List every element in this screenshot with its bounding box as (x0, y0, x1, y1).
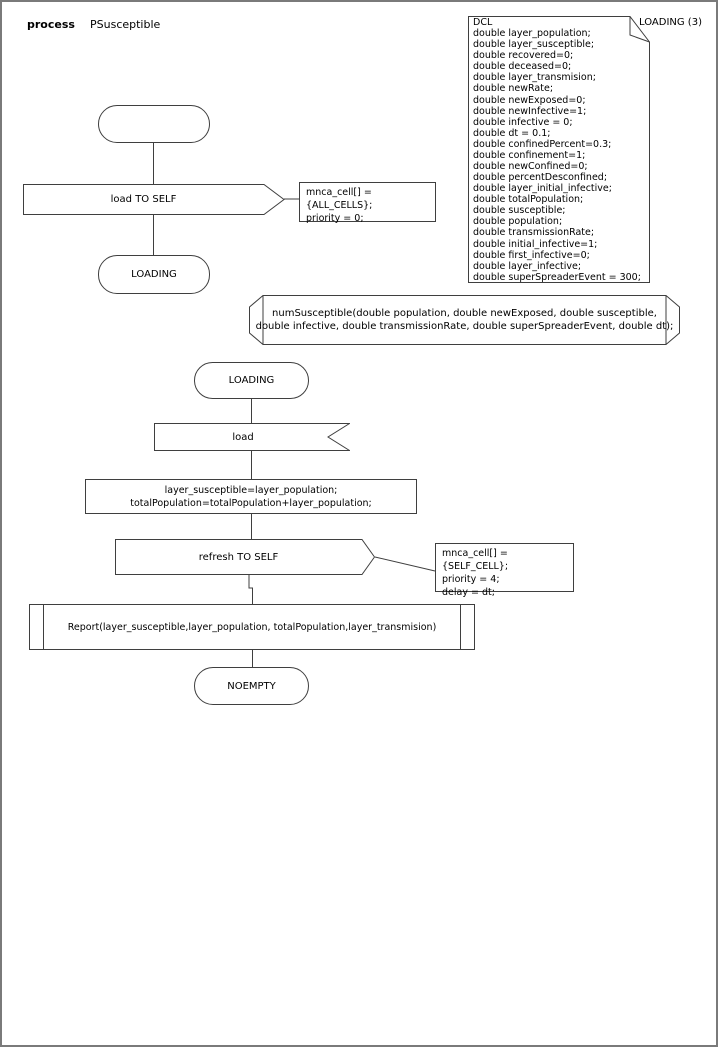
input-load[interactable]: load (154, 423, 350, 451)
task-assignments[interactable]: layer_susceptible=layer_population; tota… (85, 479, 417, 514)
state-loading-top-label: LOADING (131, 269, 177, 280)
state-start[interactable] (98, 105, 210, 143)
dcl-declarations-box[interactable]: DCL double layer_population; double laye… (468, 16, 650, 283)
process-kind-label: process (27, 18, 75, 31)
text-symbol-outline (468, 16, 650, 283)
procedure-call-right-bar (460, 605, 461, 649)
output-refresh-label: refresh TO SELF (198, 551, 279, 563)
output-load-label: load TO SELF (110, 194, 177, 205)
state-loading[interactable]: LOADING (194, 362, 309, 399)
state-loading-label: LOADING (228, 375, 275, 386)
procedure-call-report-label: Report(layer_susceptible,layer_populatio… (67, 621, 437, 633)
procedure-call-report[interactable]: Report(layer_susceptible,layer_populatio… (29, 604, 475, 650)
output-load-to-self[interactable]: load TO SELF (23, 184, 285, 215)
note-refresh-params[interactable]: mnca_cell[] = {SELF_CELL}; priority = 4;… (435, 543, 574, 598)
note-load-params[interactable]: mnca_cell[] = {ALL_CELLS}; priority = 0; (299, 182, 436, 224)
page-state-label: LOADING (3) (639, 17, 702, 28)
dcl-declarations-text: DCL double layer_population; double laye… (473, 17, 641, 283)
procedure-decl-text: numSusceptible(double population, double… (255, 308, 674, 332)
state-loading-top[interactable]: LOADING (98, 255, 210, 294)
input-load-label: load (232, 431, 254, 443)
procedure-decl-numsusceptible[interactable]: numSusceptible(double population, double… (249, 295, 680, 345)
output-refresh-to-self[interactable]: refresh TO SELF (115, 539, 375, 575)
state-noempty[interactable]: NOEMPTY (194, 667, 309, 705)
process-name-label: PSusceptible (90, 18, 161, 31)
state-noempty-label: NOEMPTY (227, 680, 276, 692)
procedure-call-left-bar (43, 605, 44, 649)
